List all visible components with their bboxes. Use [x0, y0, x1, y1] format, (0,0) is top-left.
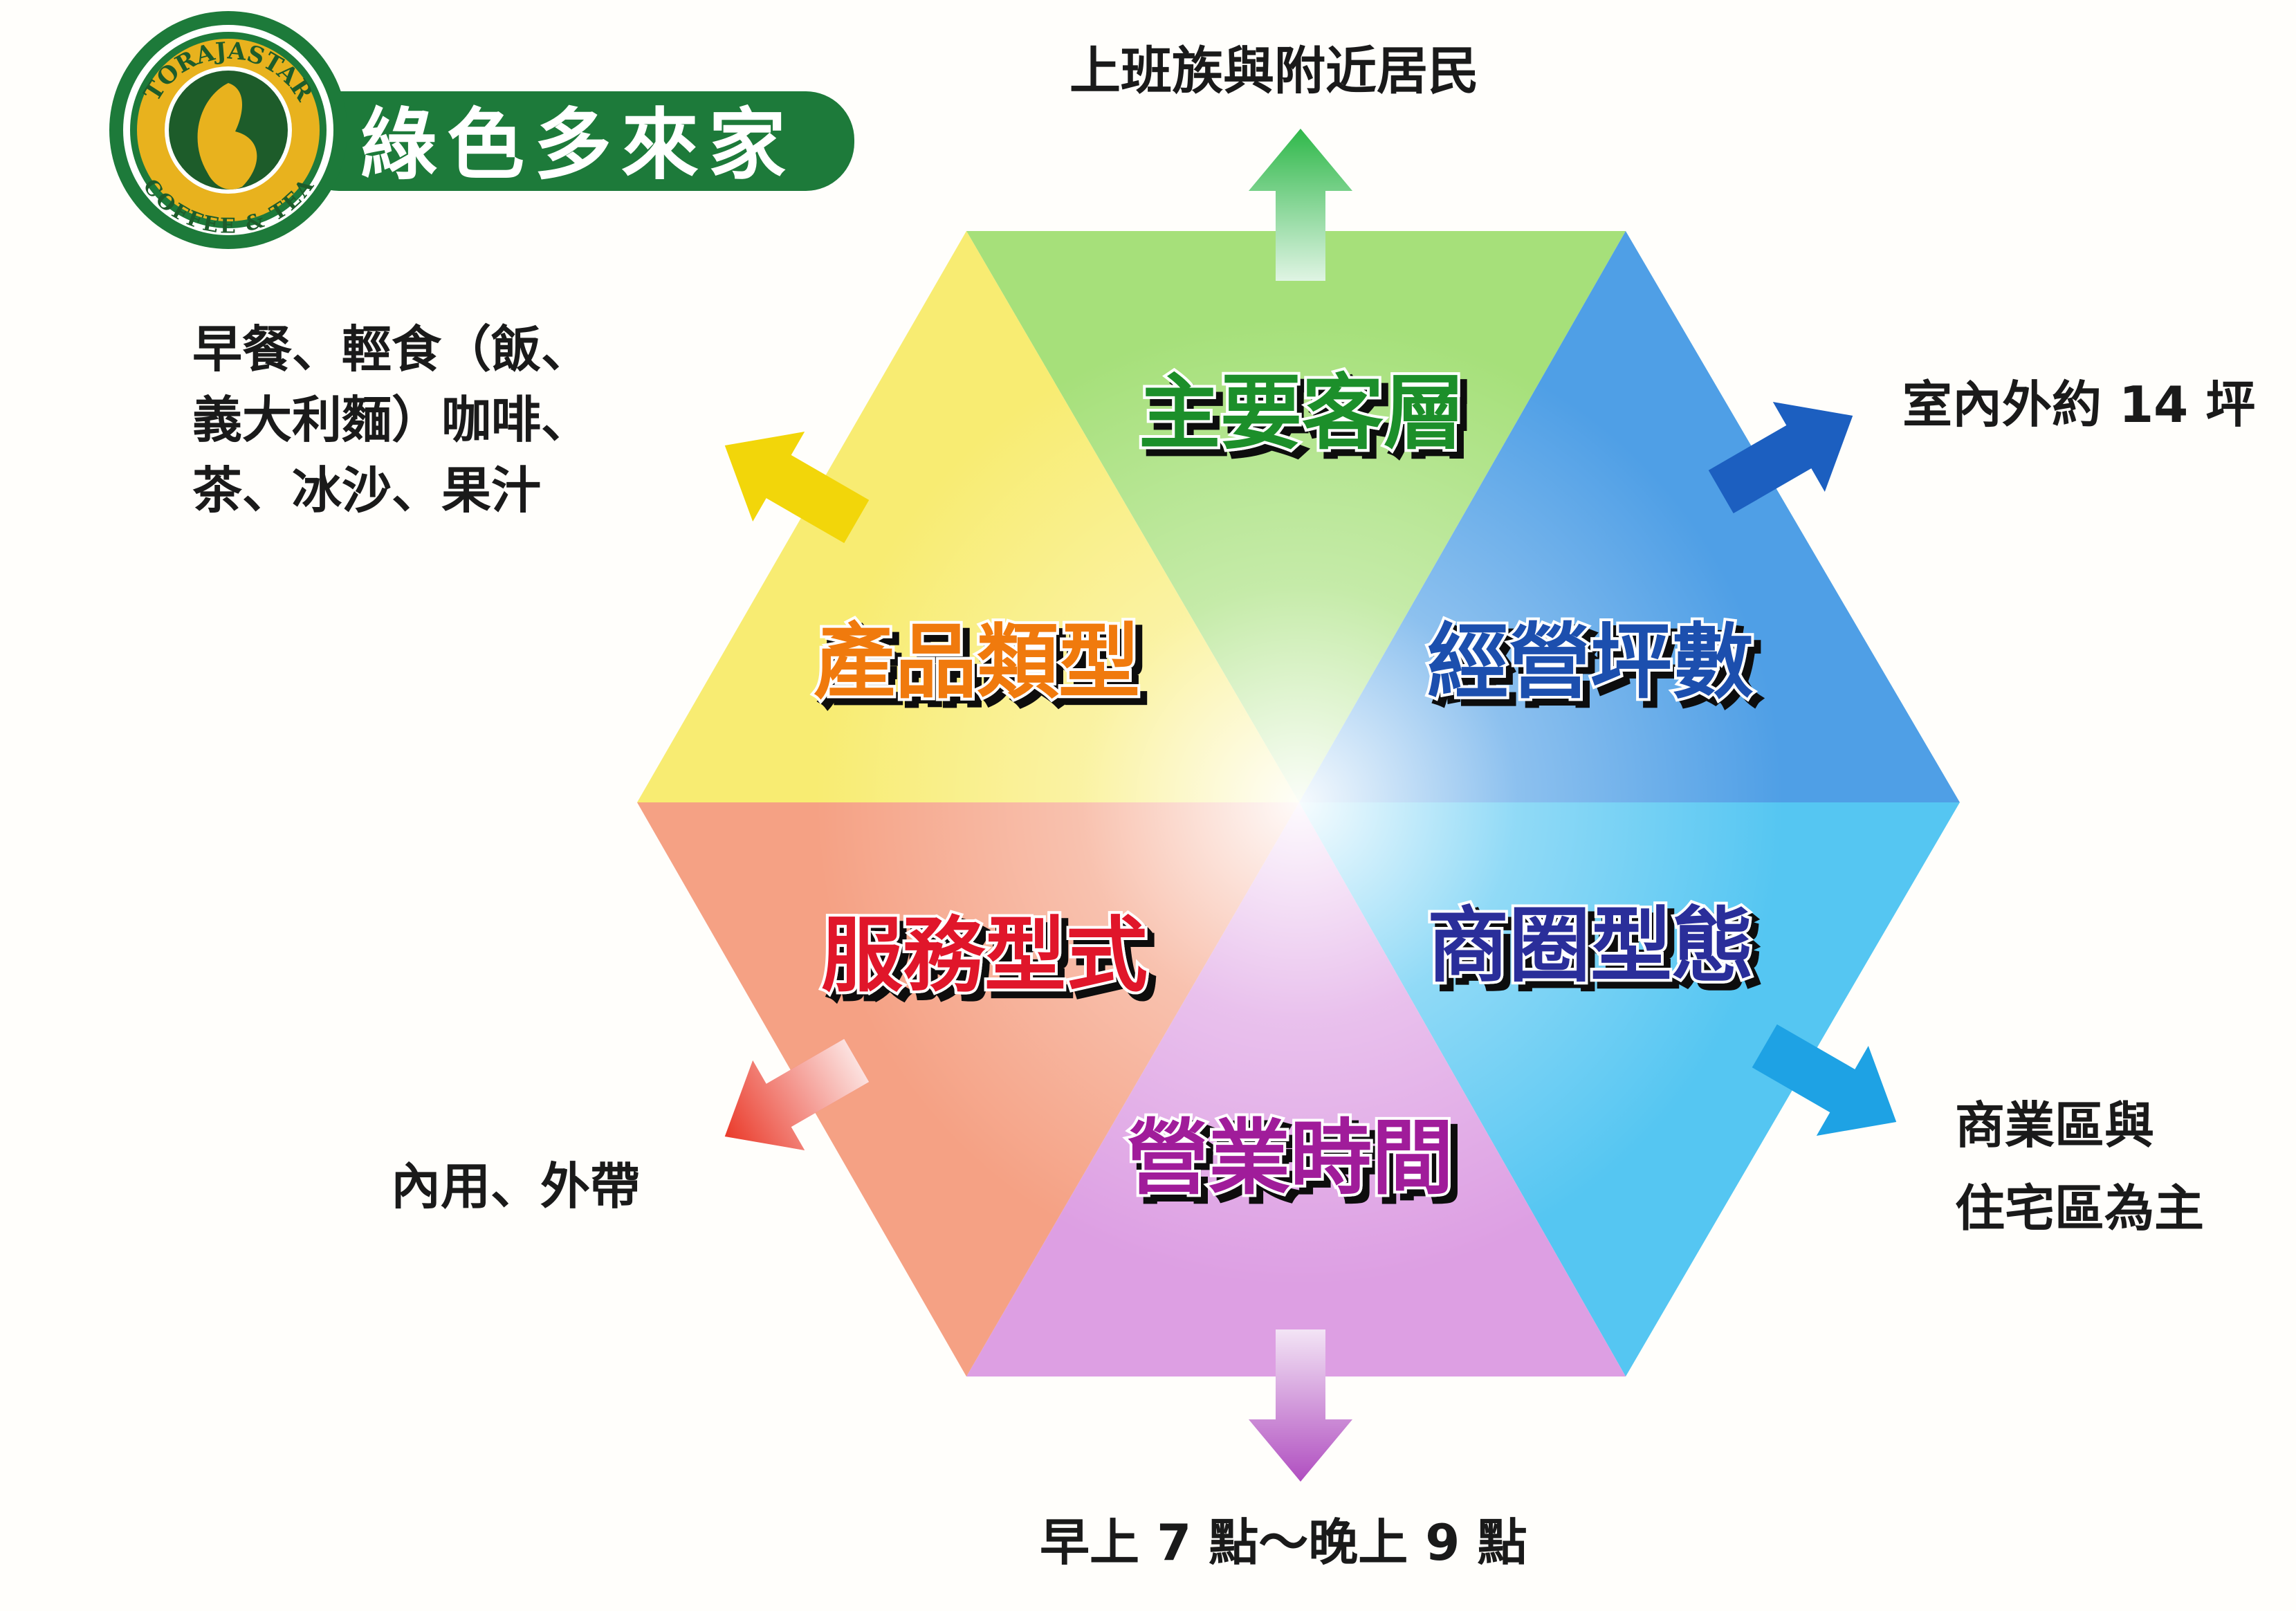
arrow-down-right-icon [1752, 1024, 1897, 1136]
annotation-products-line1: 早餐、輕食（飯、 [192, 320, 591, 378]
brand-logo: TORAJASTAR COFFEE & TEA 綠色多來家 [109, 11, 854, 249]
annotations: 上班族與附近居民 室內外約 14 坪 商業區與 住宅區為主 早上 7 點～晚上 … [192, 42, 2255, 1572]
logo-title: 綠色多來家 [360, 100, 796, 190]
arrow-up-left-icon [724, 432, 870, 544]
label-service: 服務型式 [821, 908, 1148, 1003]
annotation-products-line2: 義大利麵）咖啡、 [192, 391, 591, 449]
annotation-district-line1: 商業區與 [1955, 1096, 2154, 1154]
arrow-up-icon [1249, 129, 1352, 281]
logo-banner [291, 91, 854, 191]
label-district: 商圈型態 [1427, 898, 1754, 993]
annotation-products-line3: 茶、冰沙、果汁 [192, 461, 541, 519]
label-area: 經營坪數 [1427, 614, 1754, 710]
annotation-service: 內用、外帶 [391, 1157, 640, 1215]
label-products: 產品類型 [814, 614, 1140, 710]
annotation-hours: 早上 7 點～晚上 9 點 [1040, 1513, 1527, 1572]
annotation-customers: 上班族與附近居民 [1069, 42, 1479, 101]
siren-figure-icon [197, 83, 257, 190]
label-customers: 主要客層 [1139, 365, 1465, 461]
arrow-down-icon [1249, 1329, 1352, 1482]
annotation-district-line2: 住宅區為主 [1955, 1179, 2204, 1237]
hexagon [637, 231, 1960, 1377]
arrows [724, 129, 1897, 1482]
arrow-down-left-icon [724, 1038, 870, 1150]
segment-labels: 主要客層 經營坪數 商圈型態 營業時間 服務型式 產品類型 [811, 362, 1756, 1208]
label-hours: 營業時間 [1127, 1110, 1453, 1206]
annotation-area: 室內外約 14 坪 [1902, 376, 2255, 434]
arrow-up-right-icon [1708, 402, 1853, 514]
